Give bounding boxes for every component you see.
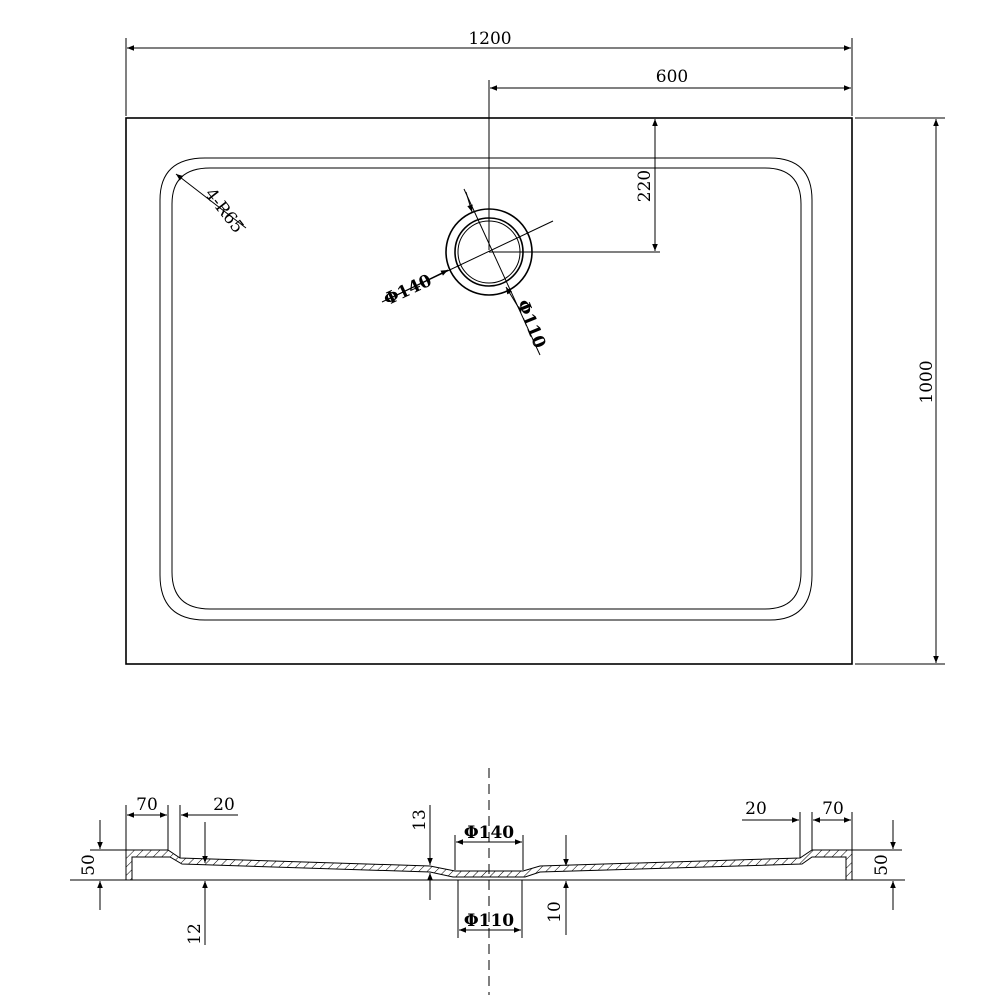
width-label: 1200 bbox=[468, 29, 511, 49]
right-rim-label: 70 bbox=[822, 799, 844, 819]
corner-radius-label: 4-R65 bbox=[200, 185, 247, 238]
left-slope-label: 20 bbox=[213, 795, 235, 815]
inner-diameter-arrow-bottom bbox=[505, 286, 521, 311]
right-slope-label: 20 bbox=[745, 799, 767, 819]
outer-diameter-label: Φ140 bbox=[381, 271, 435, 310]
drain-outer-label: Φ140 bbox=[464, 823, 514, 843]
inner-diameter-leader bbox=[463, 188, 541, 356]
outer-diameter-arrow bbox=[394, 269, 449, 297]
inner-diameter-arrow-top bbox=[465, 191, 473, 213]
left-height-label: 50 bbox=[79, 854, 99, 876]
depth-label: 13 bbox=[410, 809, 430, 831]
drain-offset-y-label: 220 bbox=[635, 170, 655, 202]
inner-diameter-label: Φ110 bbox=[512, 297, 549, 351]
drain-offset-x-label: 600 bbox=[656, 67, 688, 87]
tray-section-profile bbox=[125, 849, 853, 881]
base-thickness-label: 12 bbox=[185, 923, 205, 945]
height-label: 1000 bbox=[917, 360, 937, 403]
right-height-label: 50 bbox=[872, 854, 892, 876]
plan-view: 1200 600 220 1000 4-R65 Φ140 Φ110 bbox=[125, 29, 945, 665]
left-rim-label: 70 bbox=[136, 795, 158, 815]
drain-depth-label: 10 bbox=[545, 901, 565, 923]
section-view: 70 20 20 70 50 50 12 13 Φ140 bbox=[70, 768, 905, 995]
basin-inner-edge bbox=[171, 167, 802, 610]
corner-radius-leader bbox=[175, 173, 247, 229]
basin-outer-edge bbox=[159, 157, 813, 621]
drain-inner-label: Φ110 bbox=[464, 911, 514, 931]
